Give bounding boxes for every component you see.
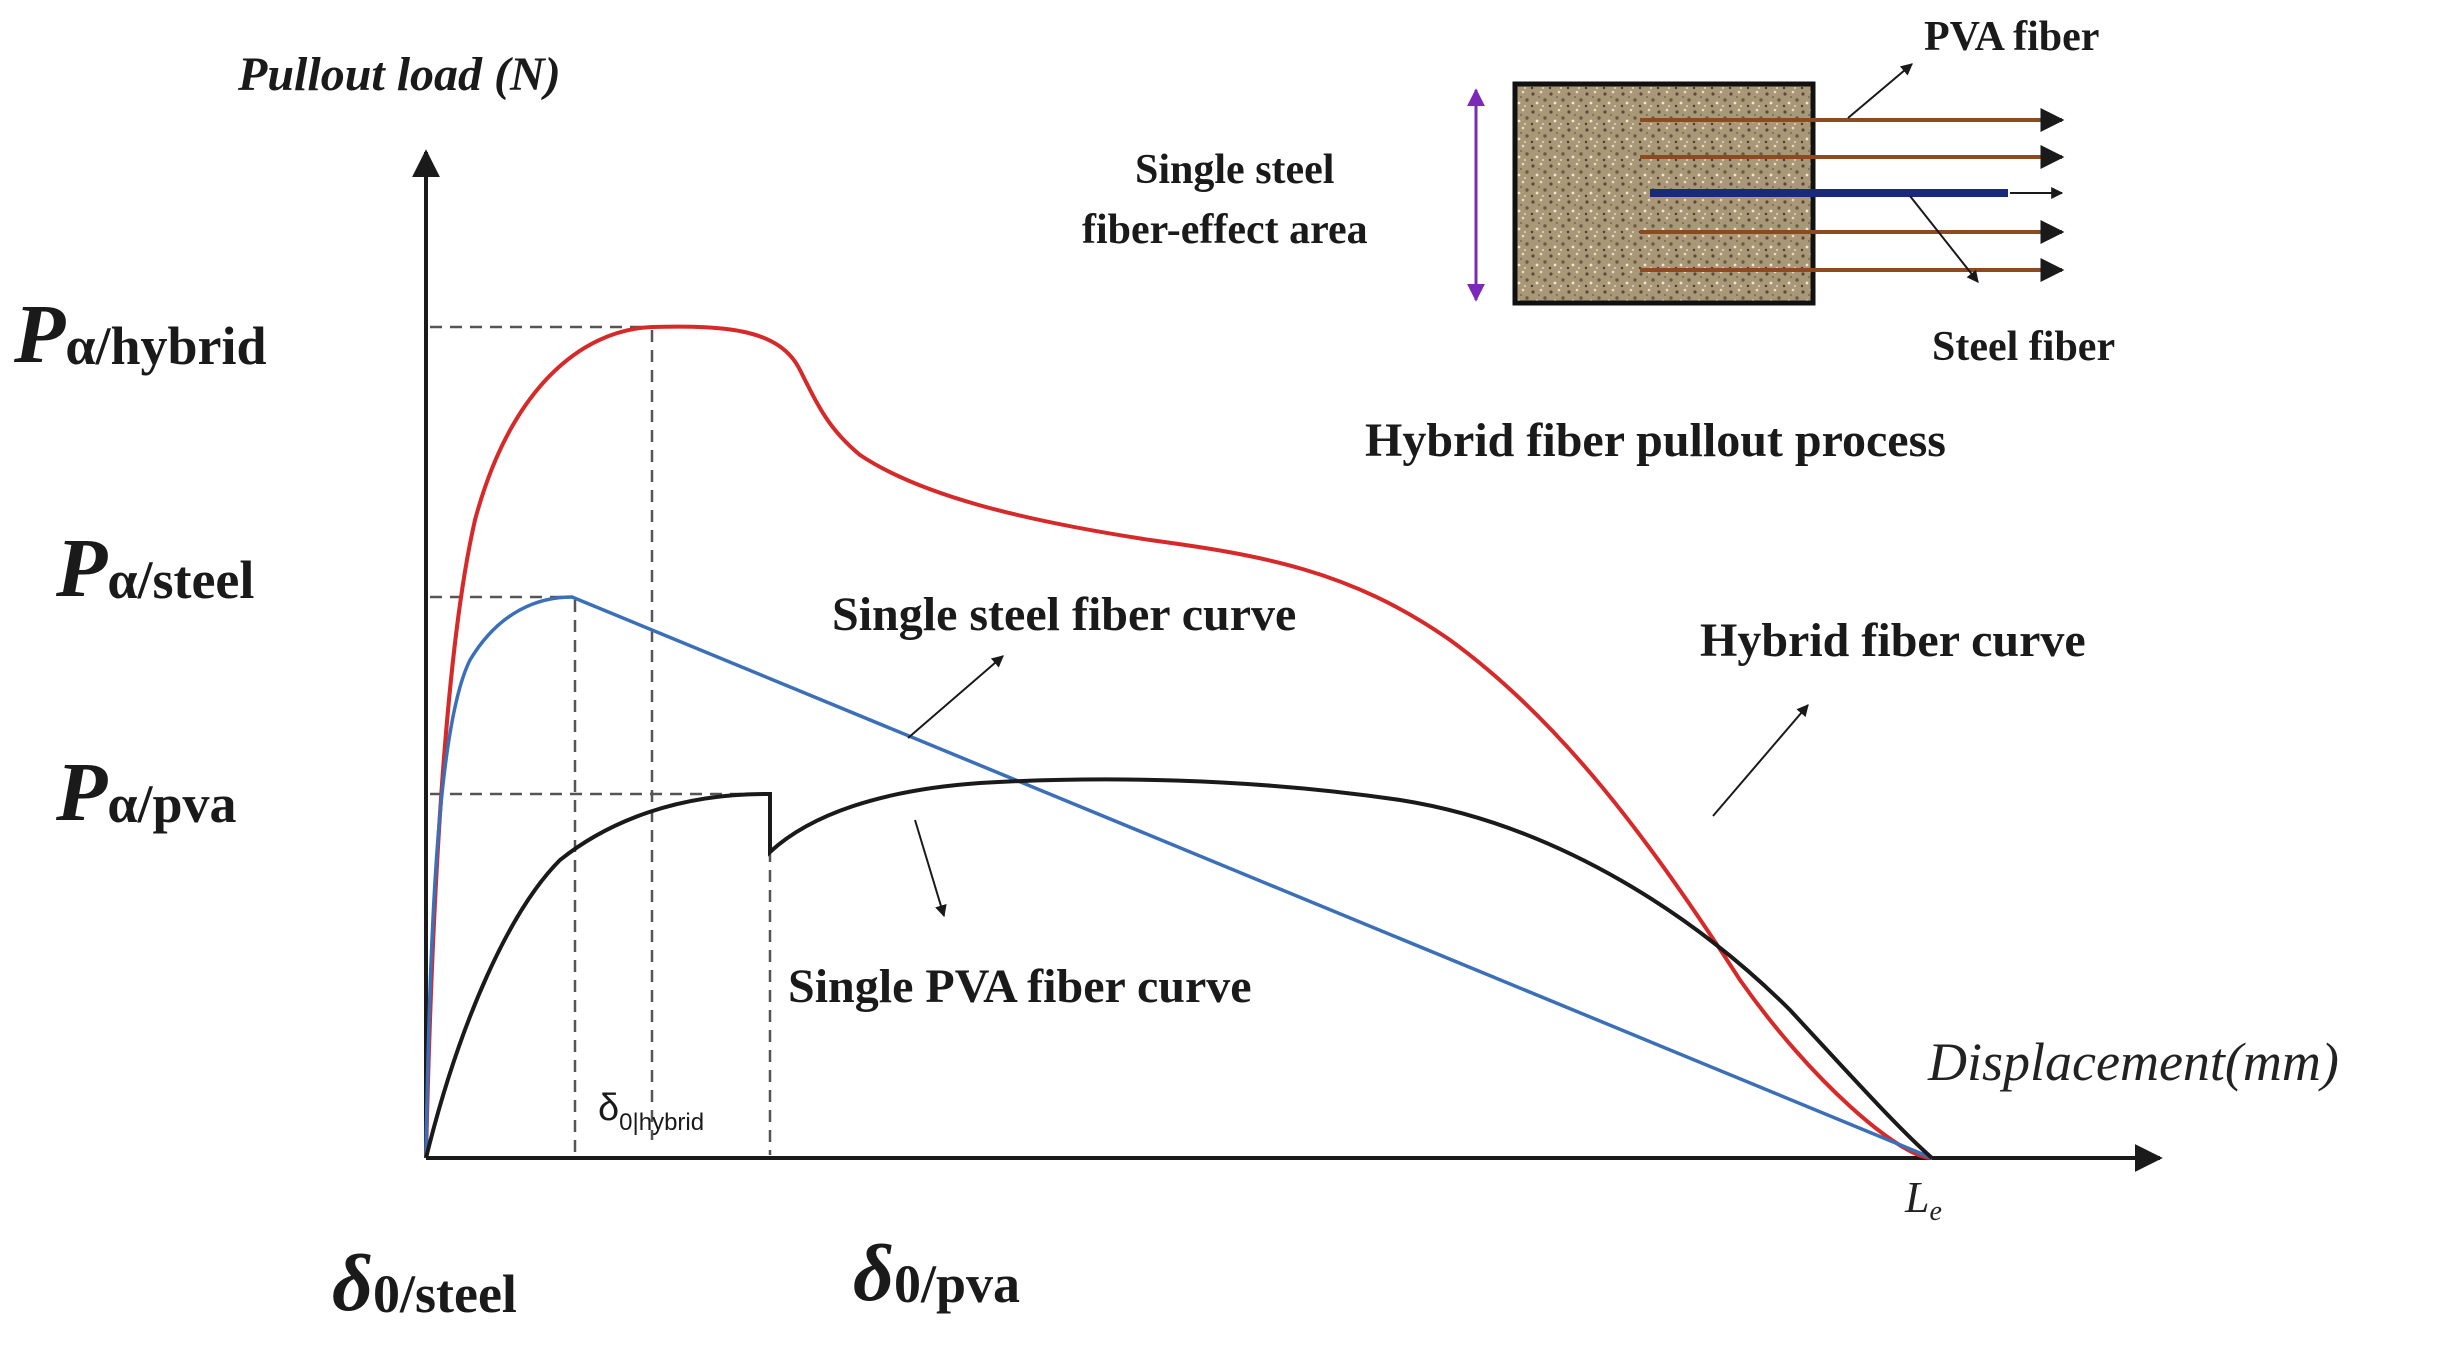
x-tick-pva: δ0/pva xyxy=(853,1230,1020,1318)
pva-fiber-pointer xyxy=(1847,63,1913,119)
pva-fiber-curve xyxy=(424,777,1934,1160)
pva-curve-label: Single PVA fiber curve xyxy=(788,960,1252,1013)
y-tick-hybrid: Pα/hybrid xyxy=(13,288,267,381)
inset-pullout-process: PVA fiber Steel fiber Single steel fiber… xyxy=(1082,14,2115,467)
guide-lines xyxy=(430,325,772,1155)
y-axis-label: Pullout load (N) xyxy=(237,48,561,101)
delta-hybrid-label: δ0|hybrid xyxy=(598,1087,704,1136)
fiber-effect-area-label-2: fiber-effect area xyxy=(1082,207,1368,253)
steel-fiber-curve xyxy=(424,595,1933,1160)
pva-label-arrow xyxy=(914,819,947,918)
x-axis-label: Displacement(mm) xyxy=(1927,1032,2339,1092)
steel-curve-label: Single steel fiber curve xyxy=(832,588,1296,641)
steel-fiber-pointer xyxy=(1909,195,1979,283)
hybrid-label-arrow xyxy=(1712,704,1809,817)
y-tick-steel: Pα/steel xyxy=(55,522,254,615)
fiber-effect-area-label-1: Single steel xyxy=(1135,147,1334,193)
steel-fiber-label: Steel fiber xyxy=(1932,324,2115,370)
steel-label-arrow xyxy=(907,655,1004,739)
x-axis-end-label: Le xyxy=(1904,1173,1942,1227)
pva-fiber-label: PVA fiber xyxy=(1924,14,2099,60)
hybrid-curve-label: Hybrid fiber curve xyxy=(1700,614,2086,667)
y-tick-pva: Pα/pva xyxy=(55,746,237,839)
hybrid-fiber-curve xyxy=(424,324,1933,1160)
inset-caption: Hybrid fiber pullout process xyxy=(1365,414,1946,467)
x-tick-steel: δ0/steel xyxy=(332,1240,517,1328)
